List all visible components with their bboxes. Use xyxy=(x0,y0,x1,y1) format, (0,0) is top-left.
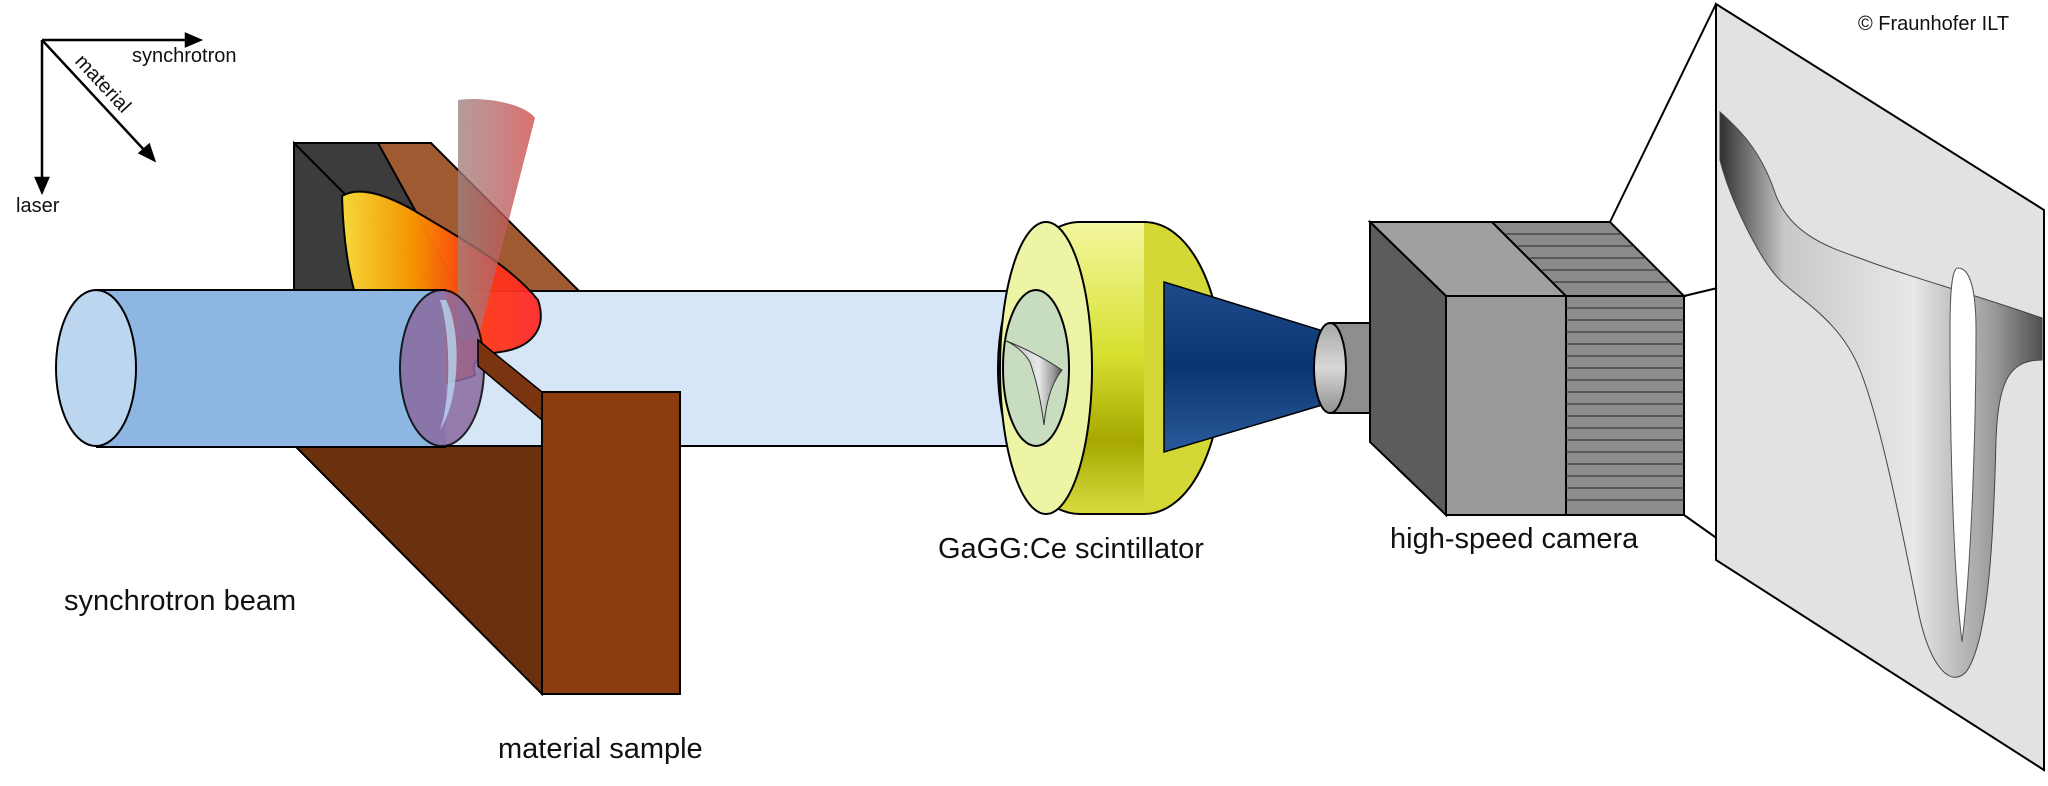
axes-indicator xyxy=(34,32,204,196)
synchrotron-beam xyxy=(55,289,485,448)
laser-beam xyxy=(458,98,535,340)
axis-label-synchrotron: synchrotron xyxy=(132,45,237,67)
axis-label-laser: laser xyxy=(16,195,60,217)
label-high-speed-camera: high-speed camera xyxy=(1390,523,1639,555)
label-scintillator: GaGG:Ce scintillator xyxy=(938,533,1204,565)
sample-step-face xyxy=(477,338,543,422)
copyright-label: © Fraunhofer ILT xyxy=(1858,13,2009,35)
label-synchrotron-beam: synchrotron beam xyxy=(64,585,296,617)
sample-front-face xyxy=(541,391,681,695)
high-speed-camera xyxy=(1367,219,1687,518)
axis-label-material: material xyxy=(70,50,135,117)
label-material-sample: material sample xyxy=(498,733,703,765)
scintillator-keyhole-image xyxy=(1003,339,1063,426)
image-plane xyxy=(1715,2,2045,772)
